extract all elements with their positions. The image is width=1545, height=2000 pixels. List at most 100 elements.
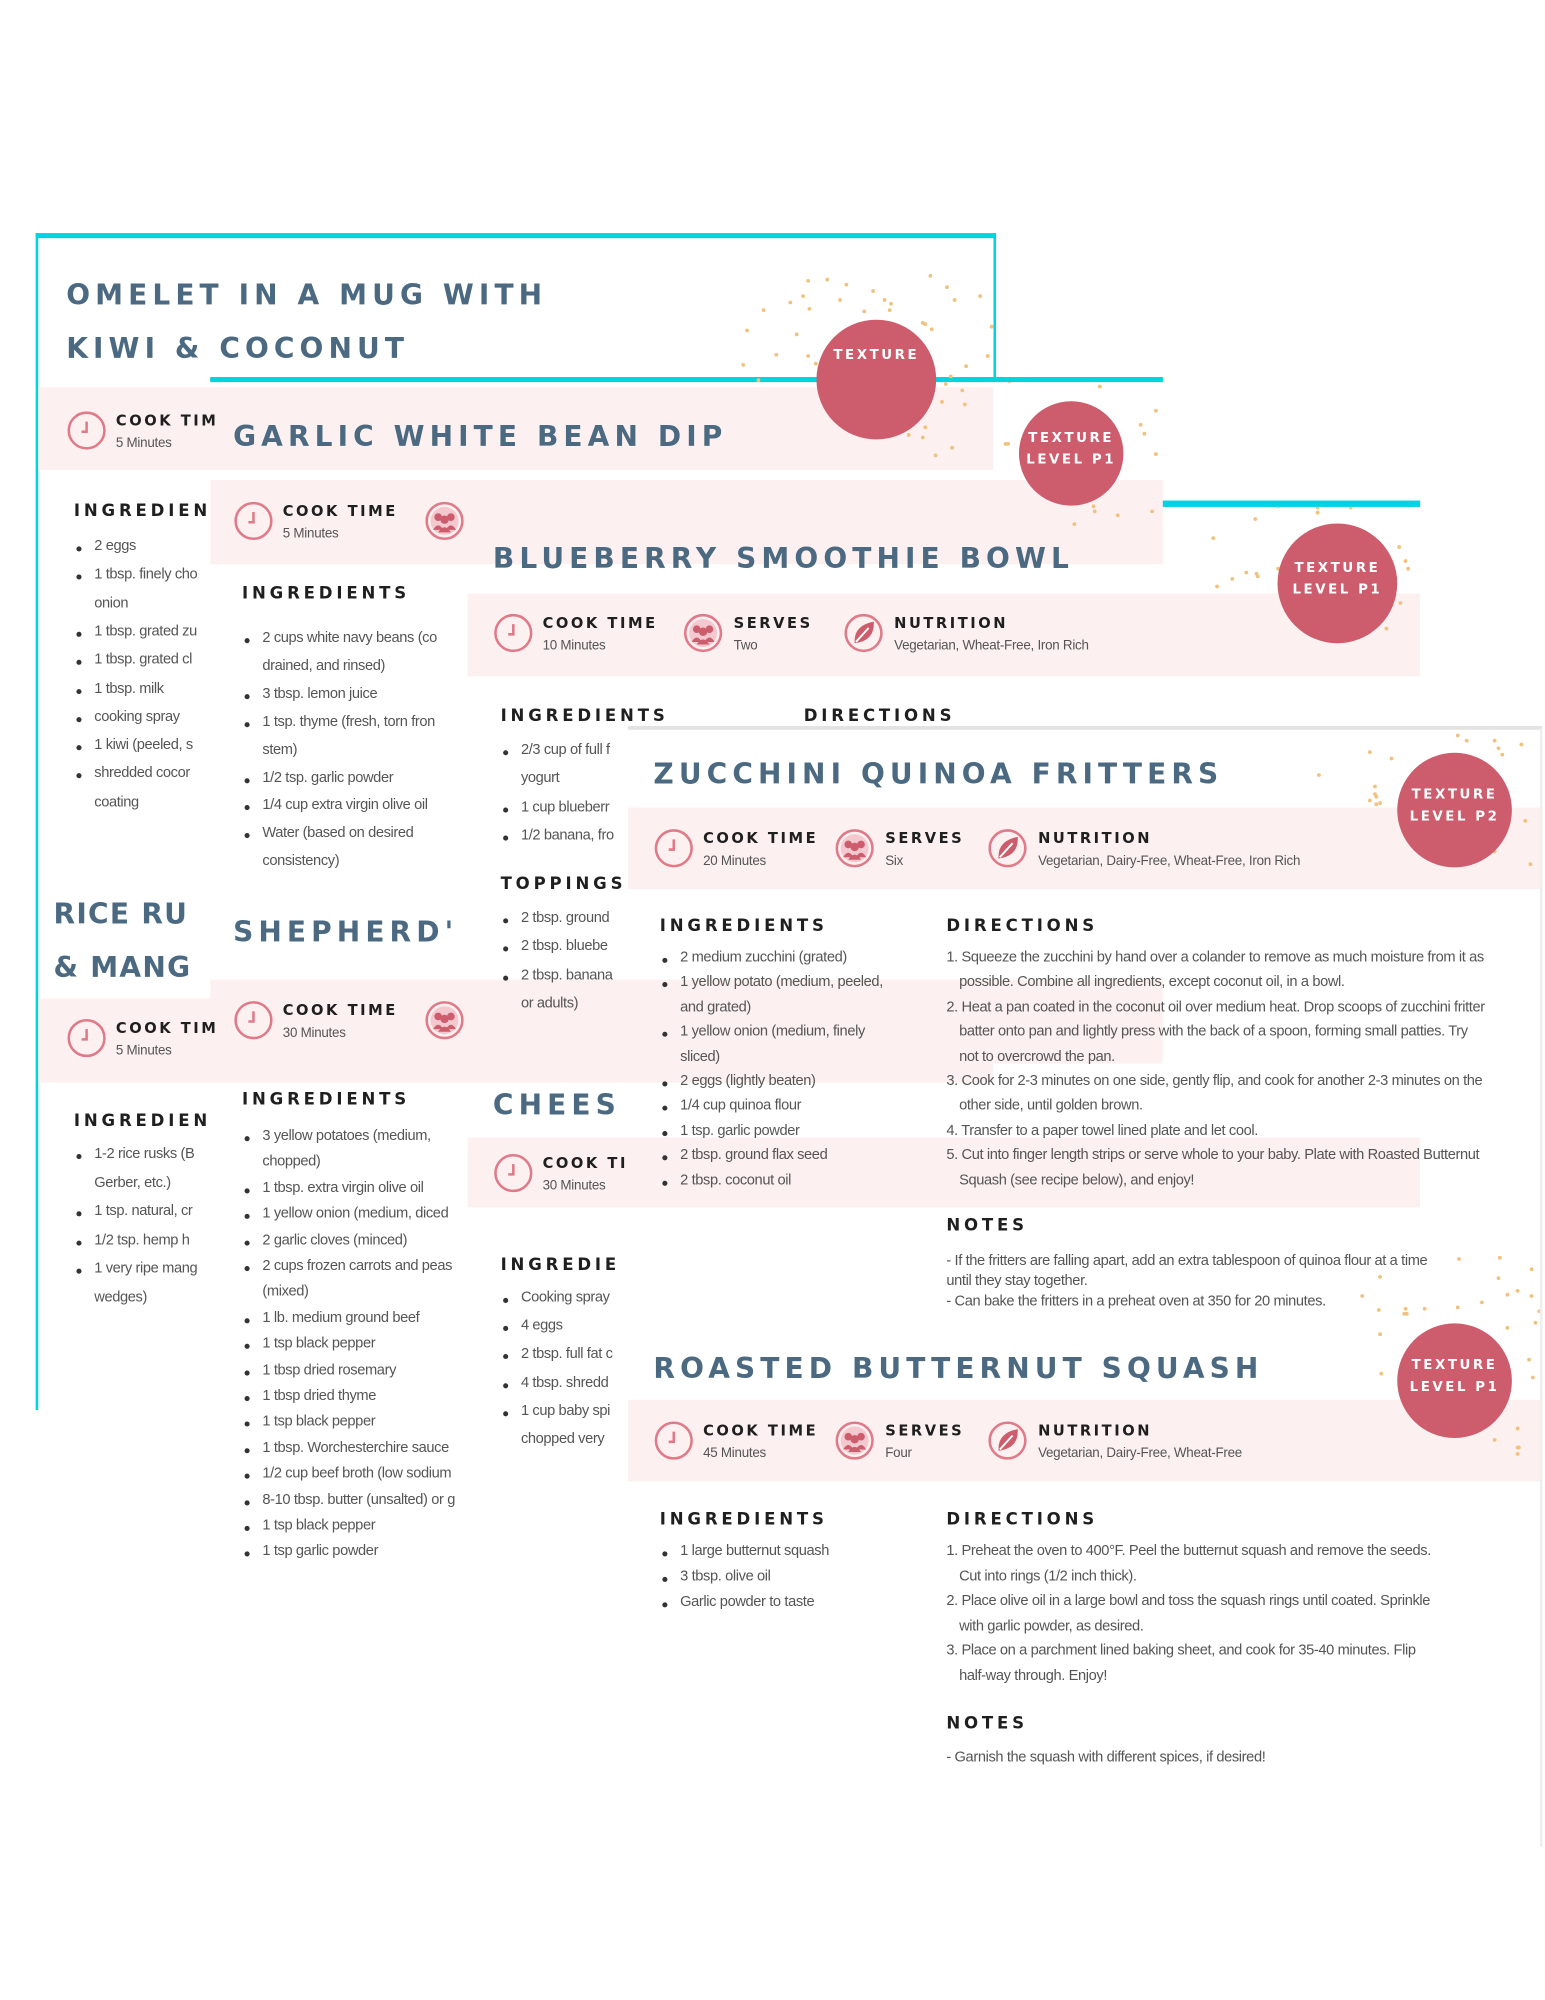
confetti-dot bbox=[929, 326, 934, 331]
confetti-dot bbox=[1153, 409, 1158, 413]
confetti-dot bbox=[1542, 1318, 1543, 1322]
confetti-dot bbox=[1464, 726, 1468, 729]
bullet-icon bbox=[503, 1326, 509, 1332]
bullet-icon bbox=[244, 1214, 250, 1220]
serves-value: Four bbox=[885, 1445, 912, 1461]
ingredient-item: 1 tbsp. finely cho bbox=[94, 567, 198, 583]
bullet-icon bbox=[244, 805, 250, 811]
recipe-title: GARLIC WHITE BEAN DIP bbox=[233, 421, 728, 454]
ingredient-item: 1 tsp. thyme (fresh, torn fron bbox=[262, 714, 435, 730]
ingredient-item: coating bbox=[94, 794, 139, 810]
bullet-icon bbox=[76, 1153, 82, 1160]
confetti-dot bbox=[1384, 626, 1388, 631]
bullet-icon bbox=[503, 1382, 509, 1388]
cook-time-label: COOK TIME bbox=[282, 1001, 398, 1019]
ingredient-item: yogurt bbox=[520, 771, 560, 787]
ingredient-item: shredded cocor bbox=[94, 765, 190, 782]
ingredient-item: 1 tsp black pepper bbox=[262, 1336, 376, 1352]
confetti-dot bbox=[1515, 1289, 1520, 1294]
confetti-dot bbox=[1493, 1437, 1498, 1442]
confetti-dot bbox=[929, 273, 933, 278]
nutrition-value: Vegetarian, Wheat-Free, Iron Rich bbox=[894, 638, 1089, 654]
ingredient-item: 4 eggs bbox=[520, 1318, 563, 1334]
direction-step: batter onto pan and lightly press with t… bbox=[959, 1024, 1468, 1040]
confetti-dot bbox=[756, 377, 761, 382]
confetti-dot bbox=[1092, 509, 1097, 513]
clock-icon bbox=[233, 501, 274, 542]
confetti-dot bbox=[1005, 442, 1010, 446]
cook-time-label: COOK TIM bbox=[115, 411, 219, 430]
ingredient-item: 2 tbsp. full fat c bbox=[520, 1346, 613, 1363]
ingredient-item: 1 very ripe mang bbox=[94, 1260, 198, 1277]
direction-step: 1. Preheat the oven to 400°F. Peel the b… bbox=[946, 1543, 1431, 1560]
confetti-dot bbox=[774, 352, 779, 357]
confetti-dot bbox=[1529, 1267, 1534, 1272]
confetti-dot bbox=[1367, 799, 1372, 803]
bullet-icon bbox=[76, 688, 82, 694]
confetti-dot bbox=[1378, 1275, 1383, 1279]
confetti-dot bbox=[923, 425, 927, 430]
note-line: - If the fritters are falling apart, add… bbox=[946, 1253, 1428, 1269]
confetti-dot bbox=[787, 300, 792, 305]
confetti-dot bbox=[1389, 757, 1394, 761]
cook-time-value: 30 Minutes bbox=[282, 1025, 346, 1041]
section-heading: INGREDIEN bbox=[73, 501, 212, 521]
confetti-dot bbox=[1315, 506, 1320, 510]
bullet-icon bbox=[76, 1268, 82, 1274]
notes-heading: NOTES bbox=[946, 1714, 1028, 1734]
bullet-icon bbox=[662, 1155, 668, 1161]
leaf-icon bbox=[987, 1420, 1028, 1461]
cook-time-value: 5 Minutes bbox=[115, 1043, 172, 1059]
confetti-dot bbox=[1423, 1306, 1428, 1311]
confetti-dot bbox=[988, 382, 992, 383]
ingredient-item: 1/4 cup extra virgin olive oil bbox=[262, 797, 428, 814]
direction-step: Cut into rings (1/2 inch thick). bbox=[959, 1568, 1137, 1584]
confetti-dot bbox=[1517, 1445, 1521, 1450]
bullet-icon bbox=[662, 1551, 668, 1557]
recipe-title: ROASTED BUTTERNUT SQUASH bbox=[653, 1353, 1264, 1386]
bullet-icon bbox=[662, 1081, 668, 1087]
directions-heading: DIRECTIONS bbox=[946, 917, 1099, 937]
recipe-title: OMELET IN A MUG WITH bbox=[66, 280, 548, 313]
confetti-dot bbox=[1493, 849, 1497, 854]
confetti-dot bbox=[1386, 501, 1390, 504]
bullet-icon bbox=[244, 1447, 250, 1454]
confetti-dot bbox=[1397, 544, 1402, 549]
ingredient-item: Cooking spray bbox=[520, 1290, 610, 1306]
info-band bbox=[467, 593, 1421, 677]
confetti-dot bbox=[1244, 570, 1249, 575]
confetti-dot bbox=[939, 399, 944, 404]
ingredient-item: 2 tbsp. ground bbox=[520, 910, 610, 926]
section-heading: INGREDIEN bbox=[73, 1111, 212, 1132]
bullet-icon bbox=[244, 638, 250, 644]
ingredient-item: consistency) bbox=[262, 853, 340, 869]
direction-step: Squash (see recipe below), and enjoy! bbox=[959, 1172, 1195, 1188]
confetti-dot bbox=[870, 288, 875, 293]
confetti-dot bbox=[1402, 1311, 1406, 1316]
ingredient-item: 1/2 cup beef broth (low sodium bbox=[262, 1466, 452, 1482]
bullet-icon bbox=[662, 1130, 668, 1136]
ingredient-item: 1 tbsp dried rosemary bbox=[262, 1362, 397, 1378]
confetti-dot bbox=[1359, 1294, 1364, 1299]
ingredient-item: 1 large butternut squash bbox=[680, 1543, 829, 1560]
bullet-icon bbox=[76, 546, 82, 552]
ingredient-item: 2/3 cup of full f bbox=[520, 742, 610, 758]
ingredient-item: Water (based on desired bbox=[262, 825, 414, 842]
confetti-dot bbox=[1007, 382, 1012, 383]
confetti-dot bbox=[761, 308, 766, 313]
bullet-icon bbox=[662, 957, 668, 963]
confetti-dot bbox=[1373, 791, 1378, 796]
confetti-dot bbox=[1374, 802, 1378, 807]
confetti-dot bbox=[985, 354, 990, 358]
confetti-dot bbox=[1403, 1306, 1408, 1311]
confetti-dot bbox=[1406, 566, 1411, 571]
bullet-icon bbox=[244, 693, 250, 700]
ingredient-item: cooking spray bbox=[94, 709, 180, 725]
serves-label: SERVES bbox=[885, 1421, 965, 1440]
note-line: - Can bake the fritters in a preheat ove… bbox=[946, 1294, 1326, 1310]
ingredient-item: 1 tbsp. grated cl bbox=[94, 652, 192, 668]
confetti-dot bbox=[1090, 504, 1095, 509]
